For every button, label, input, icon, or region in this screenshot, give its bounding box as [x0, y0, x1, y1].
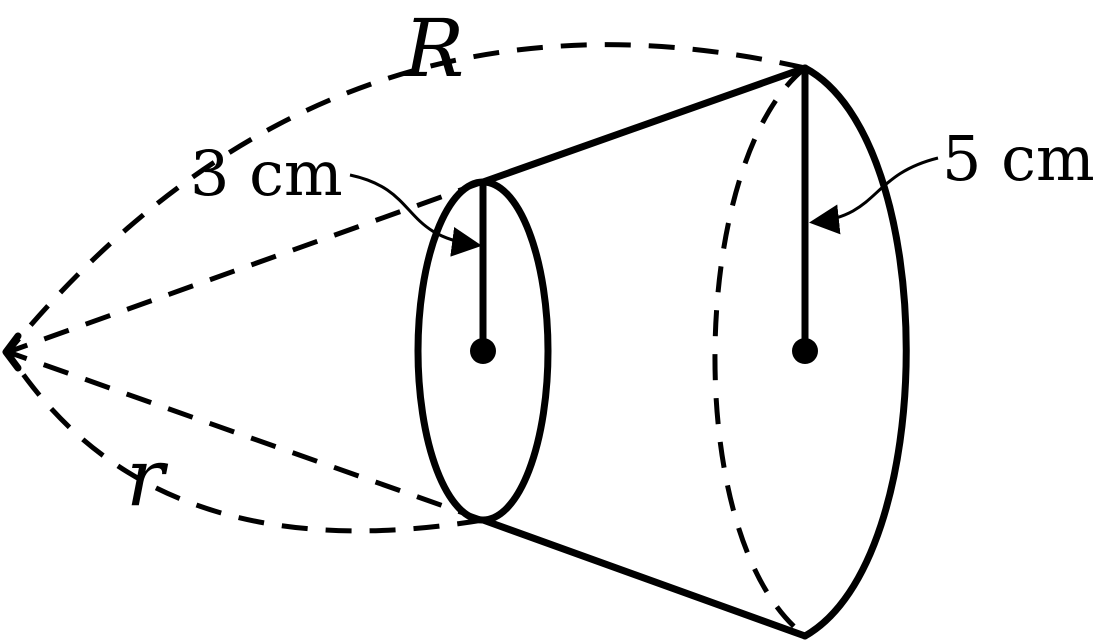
big-radius-var-label: R: [402, 2, 464, 95]
big-base-hidden-edge: [712, 66, 807, 638]
frustum-top-edge: [479, 64, 809, 186]
small-radius-leader: [349, 173, 482, 257]
small-slant-extension-bottom: [7, 349, 484, 523]
small-radius-value-label: 3 cm: [190, 137, 343, 210]
big-base-center: [792, 338, 818, 364]
small-base-center: [470, 338, 496, 364]
big-base-visible-edge: [801, 64, 910, 640]
small-radius-var-label: r: [126, 431, 169, 524]
big-radius-value-label: 5 cm: [942, 122, 1095, 195]
small-arc-extension: [5, 350, 484, 534]
frustum-bottom-edge: [479, 516, 809, 640]
small-slant-extension-top: [7, 179, 484, 355]
big-slant-extension: [6, 42, 806, 354]
apex-marker: [2, 332, 22, 372]
big-radius-leader: [809, 156, 939, 235]
